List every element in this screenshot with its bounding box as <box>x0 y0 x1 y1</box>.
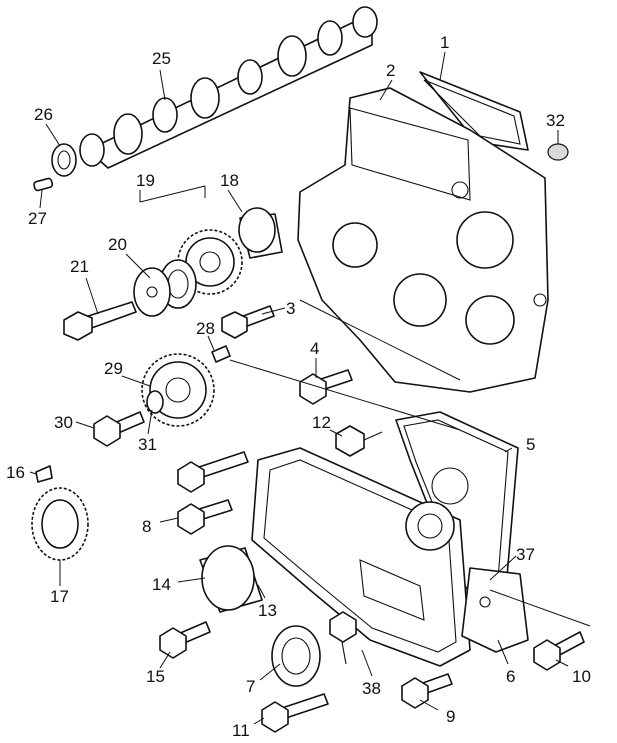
bolt-11 <box>261 693 329 733</box>
bolt-9 <box>401 673 453 709</box>
thrust-washer <box>51 143 77 177</box>
callout-15: 15 <box>146 667 165 686</box>
callout-2: 2 <box>386 61 395 80</box>
callout-9: 9 <box>446 707 455 726</box>
callout-19: 19 <box>136 171 155 190</box>
plug <box>547 143 569 161</box>
callout-10: 10 <box>572 667 591 686</box>
callout-21: 21 <box>70 257 89 276</box>
crank-gear <box>141 353 215 427</box>
bolt-15 <box>159 621 211 659</box>
callout-5: 5 <box>526 435 535 454</box>
timing-cover <box>251 447 471 667</box>
bolt-4 <box>299 369 353 405</box>
front-cover <box>199 545 263 613</box>
callout-14: 14 <box>152 575 171 594</box>
callout-26: 26 <box>34 105 53 124</box>
callout-38: 38 <box>362 679 381 698</box>
callout-25: 25 <box>152 49 171 68</box>
leader-lines <box>29 51 591 725</box>
callout-3: 3 <box>286 299 295 318</box>
thrust-plate <box>133 267 171 317</box>
bolt-38 <box>329 611 357 665</box>
callout-20: 20 <box>108 235 127 254</box>
callout-6: 6 <box>506 667 515 686</box>
key <box>211 345 231 363</box>
callout-17: 17 <box>50 587 69 606</box>
callout-13: 13 <box>258 601 277 620</box>
callout-18: 18 <box>220 171 239 190</box>
crank-pulley-gear <box>31 487 89 561</box>
bolt-3 <box>221 305 275 339</box>
bolt-8-upper <box>177 451 249 493</box>
oil-seal <box>271 625 321 687</box>
camshaft <box>79 6 378 169</box>
idler-bolt <box>63 301 137 341</box>
dowel-pin <box>33 177 54 192</box>
idler-shaft <box>238 207 283 259</box>
callout-31: 31 <box>138 435 157 454</box>
cover-plate <box>461 567 529 653</box>
callout-37: 37 <box>516 545 535 564</box>
callout-29: 29 <box>104 359 123 378</box>
callout-1: 1 <box>440 33 449 52</box>
callout-27: 27 <box>28 209 47 228</box>
callout-11: 11 <box>232 721 250 740</box>
callout-12: 12 <box>312 413 331 432</box>
callout-4: 4 <box>310 339 319 358</box>
bolt-8-lower <box>177 499 233 535</box>
callout-32: 32 <box>546 111 565 130</box>
callout-28: 28 <box>196 319 215 338</box>
callout-8: 8 <box>142 517 151 536</box>
callout-16: 16 <box>6 463 25 482</box>
key-16 <box>35 465 53 483</box>
gear-housing <box>297 71 549 393</box>
bolt-12 <box>335 425 383 457</box>
washer-31 <box>146 390 164 414</box>
bolt-10 <box>533 631 585 671</box>
callout-7: 7 <box>246 677 255 696</box>
bolt-30 <box>93 411 145 447</box>
callout-30: 30 <box>54 413 73 432</box>
callout-labels: 1 2 3 4 5 6 7 8 9 10 11 12 13 14 15 16 1… <box>6 33 591 740</box>
